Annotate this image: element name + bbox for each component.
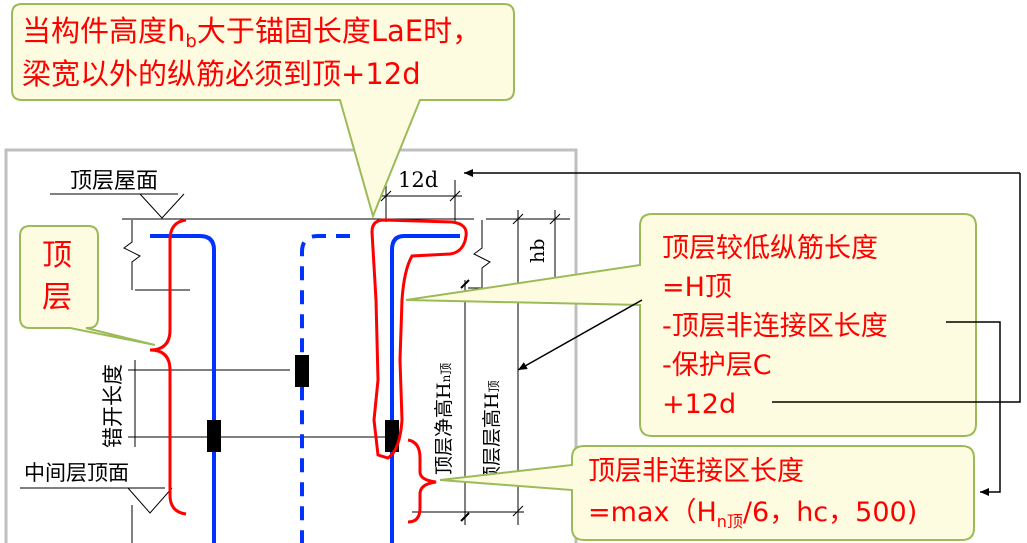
connector-net-height — [517, 299, 643, 371]
connector-12d-vertical — [772, 173, 1021, 403]
middle-floor-symbol — [20, 487, 173, 514]
callout-bottom-line1: 顶层非连接区长度 — [588, 456, 804, 487]
callout-top-line1: 当构件高度hb大于锚固长度LaE时， — [22, 14, 481, 52]
callout-right-line5: +12d — [662, 389, 736, 420]
middle-floor-label: 中间层顶面 — [24, 461, 129, 485]
splice-left — [207, 420, 221, 452]
callout-left-line1: 顶 — [42, 238, 72, 273]
callout-right-bubble — [405, 213, 977, 437]
floor-height-label: 顶层层高H顶 — [481, 380, 503, 485]
callout-right-line2: =H顶 — [662, 272, 732, 303]
callout-left-line2: 层 — [42, 280, 72, 315]
callout-left-bubble — [19, 225, 156, 346]
callout-top-bubble — [11, 3, 515, 220]
callout-bottom-bubble — [439, 445, 975, 541]
callout-right-line3: -顶层非连接区长度 — [662, 311, 888, 342]
net-height-label: 顶层净高Hn顶 — [433, 363, 455, 475]
callout-top-line2: 梁宽以外的纵筋必须到顶+12d — [22, 57, 421, 91]
dim-hb-label: hb — [527, 239, 549, 263]
rebar-right — [390, 234, 460, 543]
callout-bottom-line2: =max（Hn顶/6，hc，500) — [588, 497, 917, 531]
connector-non-connection — [946, 321, 1001, 496]
left-break-line — [123, 220, 141, 290]
floor-height-ticks — [512, 213, 524, 517]
roof-label: 顶层屋面 — [70, 169, 158, 194]
dim-12d-label: 12d — [398, 168, 438, 192]
splice-middle — [295, 355, 309, 387]
right-break-line — [473, 220, 491, 290]
rebar-highlight-outline — [370, 218, 468, 460]
rebar-left — [150, 234, 216, 543]
roof-symbol — [50, 193, 185, 219]
splice-right — [385, 420, 399, 452]
rebar-middle-dashed — [300, 234, 350, 543]
callout-right-line1: 顶层较低纵筋长度 — [662, 233, 878, 264]
stagger-label: 错开长度 — [101, 364, 125, 448]
brace-top-floor — [149, 218, 187, 516]
dim-12d-ticks — [380, 190, 461, 202]
callout-right-line4: -保护层C — [662, 350, 772, 381]
brace-non-connection-zone — [407, 438, 437, 524]
net-height-ticks — [460, 279, 470, 522]
